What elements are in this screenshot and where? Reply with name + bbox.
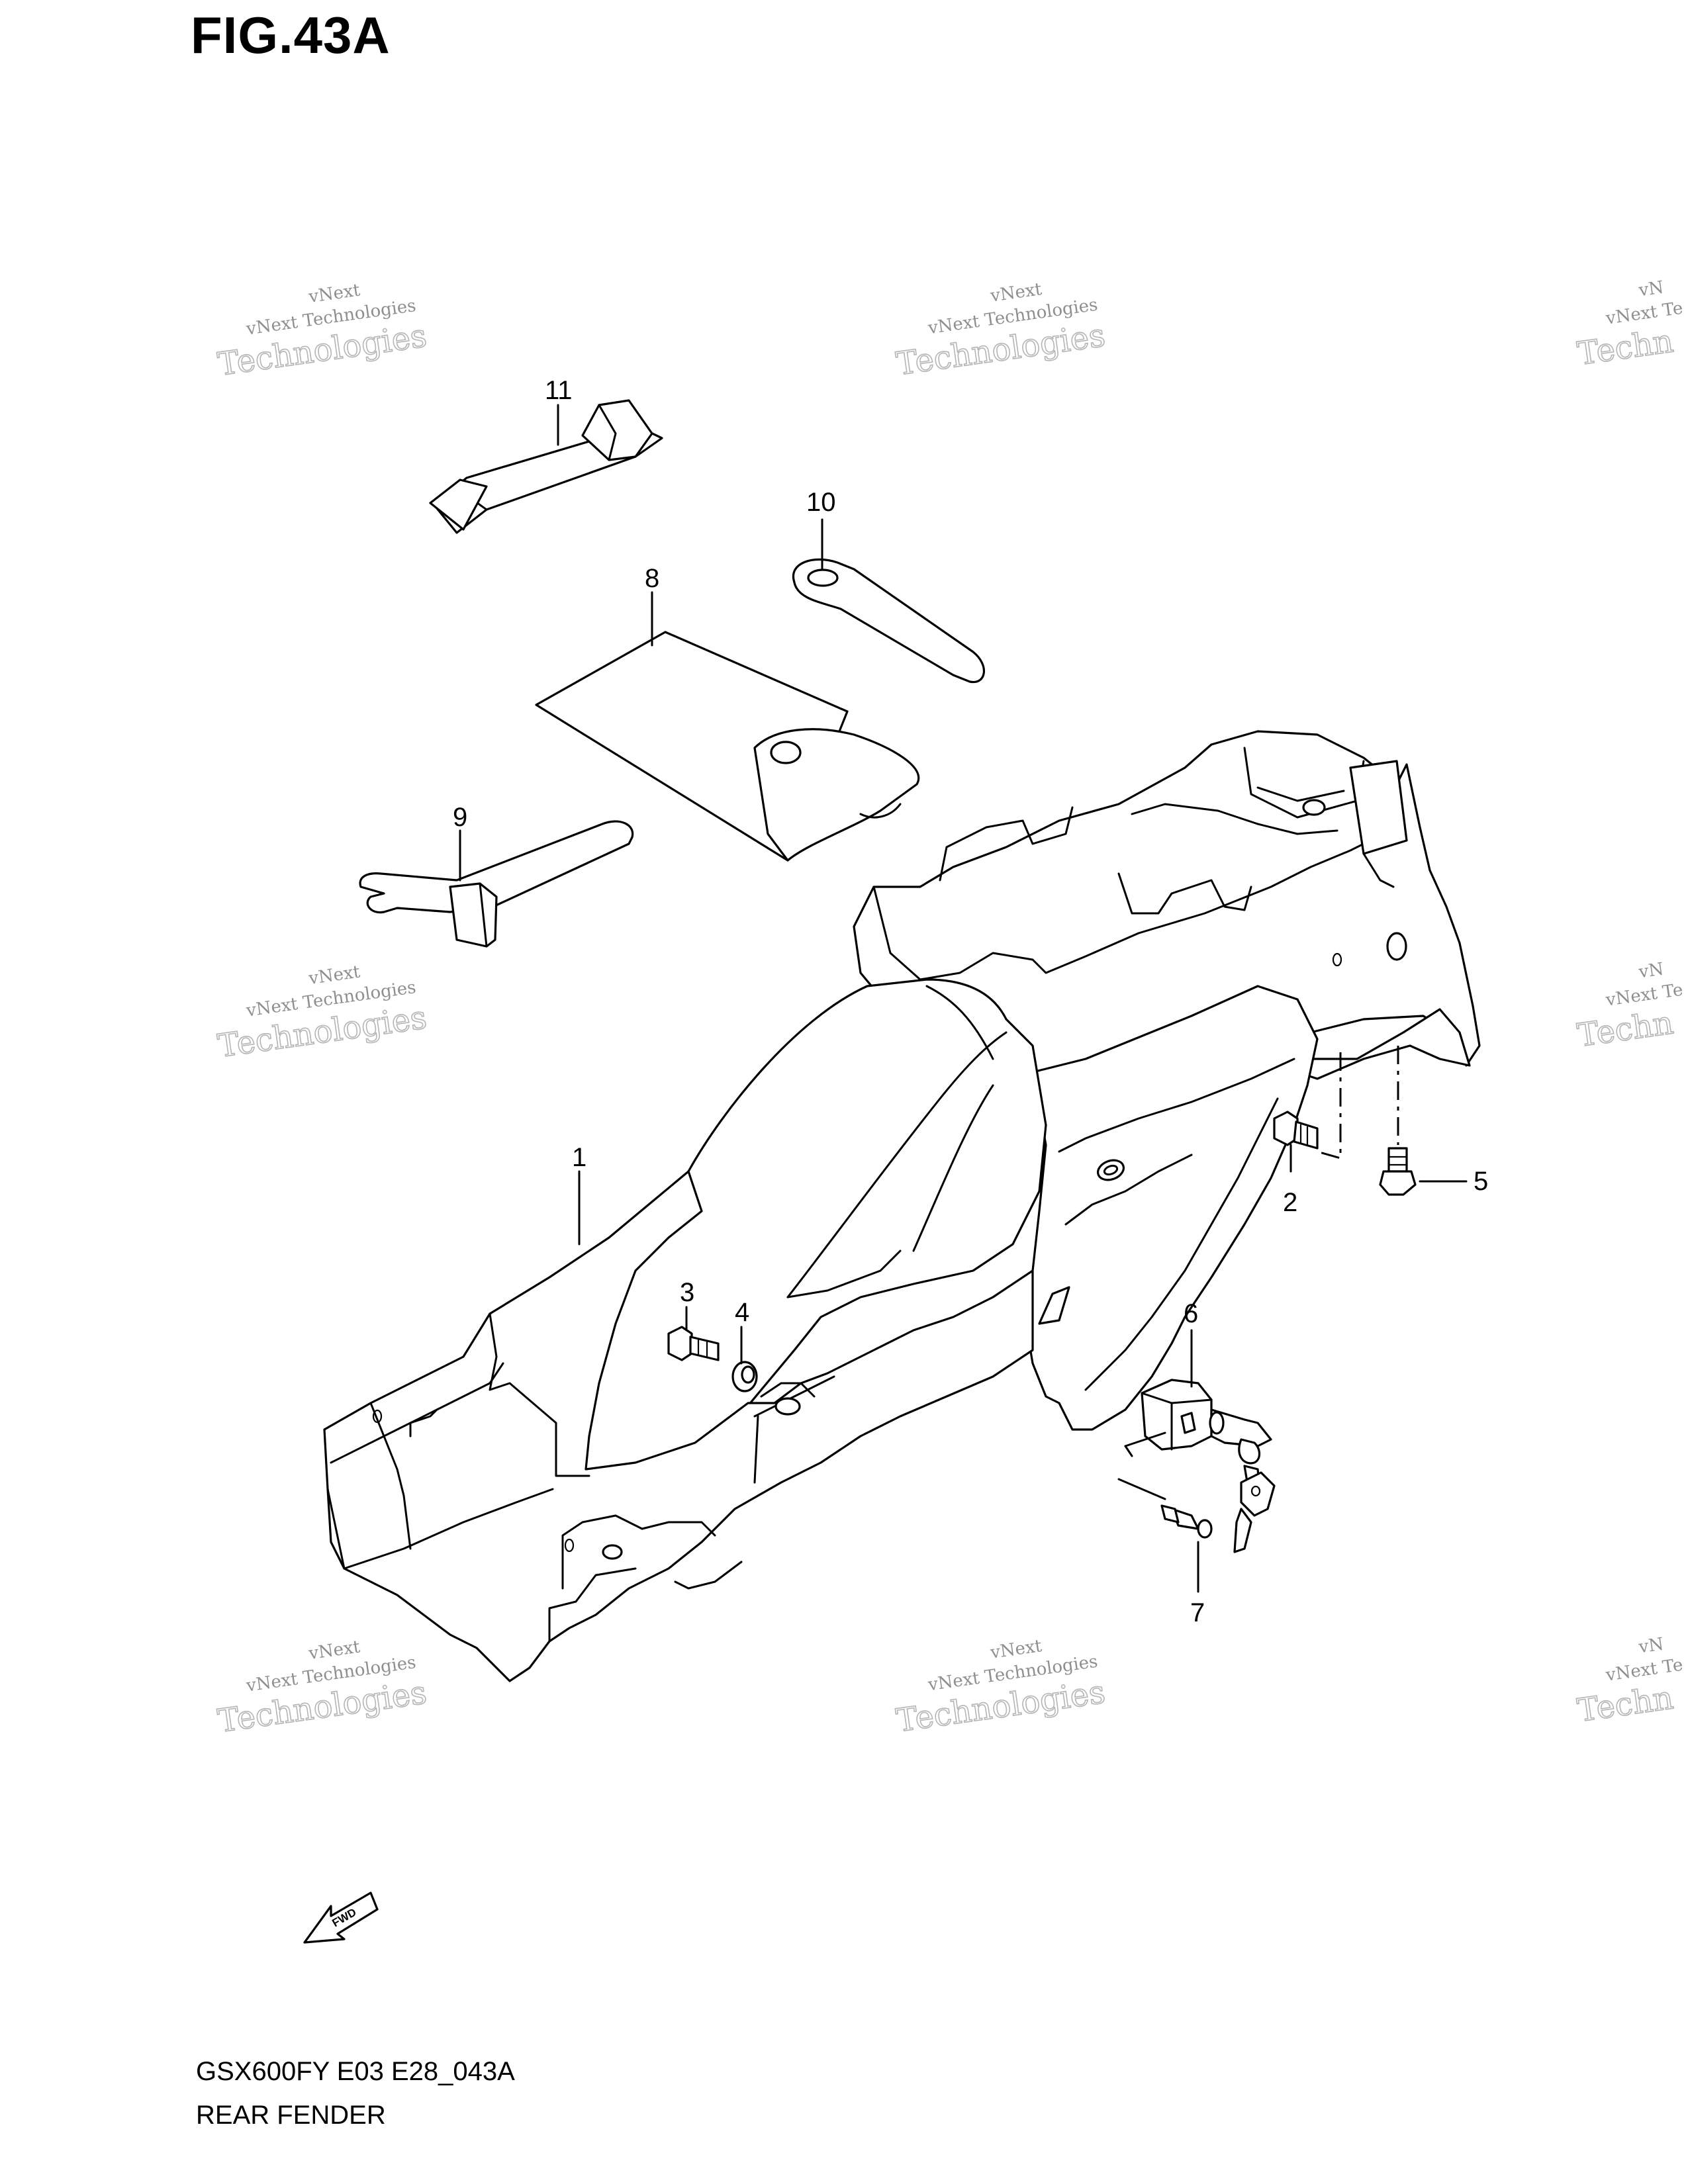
watermark-cut2: vNext Te [1604,1655,1684,1686]
watermark-cut2: vNext Te [1604,980,1684,1011]
watermark-line1: vNext [307,962,362,989]
watermark-cut3: Techn [1575,1679,1675,1729]
part-3-bolt [667,1326,720,1361]
callout-6: 6 [1184,1299,1198,1328]
watermark-cut1: vN [1637,1634,1665,1657]
watermark-cut1: vN [1637,277,1665,300]
watermark-line1: vNext [307,280,362,307]
part-5-bolt [1379,1046,1417,1196]
watermark-mid-right: vN vNext Te Techn [1575,959,1685,1054]
callout-11: 11 [545,376,573,405]
part-1-rear-fender [323,730,1481,1682]
part-4-nut [731,1361,758,1392]
callout-7: 7 [1190,1598,1205,1627]
watermark-bottom-right: vN vNext Te Techn [1575,1634,1685,1729]
figure-name: REAR FENDER [196,2101,386,2130]
watermark-cut3: Techn [1575,322,1675,373]
callout-1: 1 [572,1143,586,1172]
watermark-top-center: vNext vNext Technologies Technologies [894,279,1108,383]
part-10-wrench [792,558,985,684]
callout-10: 10 [806,488,836,517]
watermark-line1: vNext [988,279,1043,306]
figure-title: FIG.43A [191,6,391,64]
watermark-line1: vNext [988,1636,1043,1663]
callout-4: 4 [735,1298,749,1327]
watermark-bottom-left: vNext vNext Technologies Technologies [215,1637,430,1740]
watermark-cut2: vNext Te [1604,298,1684,329]
watermark-bottom-center: vNext vNext Technologies Technologies [894,1636,1108,1740]
watermark-cut3: Techn [1575,1004,1675,1054]
leader-lines [459,404,1468,1593]
watermark-mid-left: vNext vNext Technologies Technologies [215,962,430,1065]
watermark-cut1: vN [1637,959,1665,982]
part-2-bolt [1273,1052,1342,1160]
fwd-arrow-icon: FWD [303,1891,379,1944]
watermark-line1: vNext [307,1637,362,1664]
callout-3: 3 [680,1278,694,1307]
callout-5: 5 [1474,1167,1488,1196]
part-7-screw [1160,1504,1213,1539]
part-6-lock-set [1117,1379,1276,1553]
part-8-tool-bag [535,631,920,862]
callout-2: 2 [1283,1188,1297,1217]
part-9-wrench [359,820,634,948]
callout-9: 9 [453,803,467,832]
callout-8: 8 [645,564,659,593]
part-11-strap [429,399,663,534]
watermark-top-right: vN vNext Te Techn [1575,277,1685,373]
figure-code: GSX600FY E03 E28_043A [196,2057,515,2086]
watermark-top-left: vNext vNext Technologies Technologies [215,280,430,383]
